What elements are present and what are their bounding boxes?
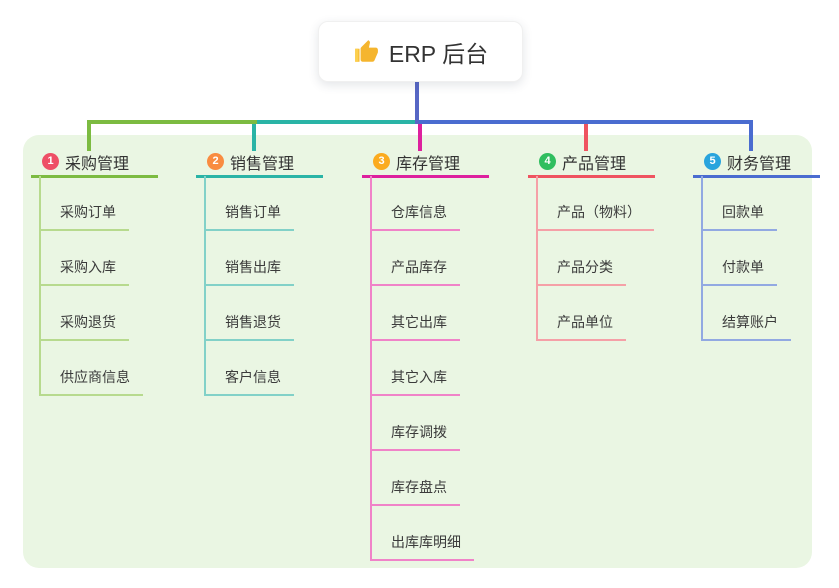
branch-drop-line-1 — [87, 120, 91, 151]
child-node[interactable]: 客户信息 — [206, 341, 294, 396]
child-node[interactable]: 仓库信息 — [372, 176, 460, 231]
child-label: 客户信息 — [225, 369, 281, 385]
branch-node-1[interactable]: 1 采购管理 — [31, 148, 158, 178]
child-node[interactable]: 产品库存 — [372, 231, 460, 286]
child-label: 销售出库 — [225, 259, 281, 275]
child-node[interactable]: 采购入库 — [41, 231, 129, 286]
branch-badge-4: 4 — [539, 153, 556, 170]
child-label: 采购入库 — [60, 259, 116, 275]
child-label: 产品（物料） — [557, 204, 641, 220]
branch-children-1: 采购订单采购入库采购退货供应商信息 — [39, 176, 143, 396]
branch-node-5[interactable]: 5 财务管理 — [693, 148, 820, 178]
root-node[interactable]: ERP 后台 — [318, 21, 523, 82]
branch-label: 产品管理 — [562, 155, 627, 173]
child-node[interactable]: 供应商信息 — [41, 341, 143, 396]
child-node[interactable]: 采购退货 — [41, 286, 129, 341]
child-node[interactable]: 产品分类 — [538, 231, 626, 286]
root-vertical-line — [415, 82, 419, 124]
branch-children-4: 产品（物料） 产品分类产品单位 — [536, 176, 654, 341]
child-node[interactable]: 产品（物料） — [538, 176, 654, 231]
child-label: 付款单 — [722, 259, 764, 275]
branch-children-3: 仓库信息产品库存其它出库其它入库库存调拨库存盘点出库库明细 — [370, 176, 474, 561]
branch-drop-line-3 — [418, 120, 422, 151]
child-label: 库存盘点 — [391, 479, 447, 495]
child-node[interactable]: 采购订单 — [41, 176, 129, 231]
child-label: 产品库存 — [391, 259, 447, 275]
branch-badge-2: 2 — [207, 153, 224, 170]
branch-children-5: 回款单付款单结算账户 — [701, 176, 791, 341]
child-node[interactable]: 销售出库 — [206, 231, 294, 286]
branch-node-3[interactable]: 3 库存管理 — [362, 148, 489, 178]
branch-drop-line-4 — [584, 120, 588, 151]
child-node[interactable]: 结算账户 — [703, 286, 791, 341]
branch-drop-line-5 — [749, 120, 753, 151]
child-node[interactable]: 其它出库 — [372, 286, 460, 341]
child-node[interactable]: 出库库明细 — [372, 506, 474, 561]
branches-panel — [23, 135, 812, 568]
child-label: 回款单 — [722, 204, 764, 220]
branch-label: 库存管理 — [396, 155, 461, 173]
child-label: 产品单位 — [557, 314, 613, 330]
branch-drop-line-2 — [252, 120, 256, 151]
child-label: 采购订单 — [60, 204, 116, 220]
child-node[interactable]: 销售订单 — [206, 176, 294, 231]
child-node[interactable]: 库存调拨 — [372, 396, 460, 451]
child-label: 结算账户 — [722, 314, 778, 330]
child-label: 其它出库 — [391, 314, 447, 330]
child-node[interactable]: 付款单 — [703, 231, 777, 286]
child-label: 库存调拨 — [391, 424, 447, 440]
root-title: ERP 后台 — [388, 40, 489, 67]
branch-badge-3: 3 — [373, 153, 390, 170]
child-node[interactable]: 库存盘点 — [372, 451, 460, 506]
child-node[interactable]: 销售退货 — [206, 286, 294, 341]
h-line-left-teal — [257, 120, 417, 124]
child-node[interactable]: 产品单位 — [538, 286, 626, 341]
child-label: 其它入库 — [391, 369, 447, 385]
child-node[interactable]: 回款单 — [703, 176, 777, 231]
branch-label: 销售管理 — [230, 155, 295, 173]
child-label: 销售订单 — [225, 204, 281, 220]
child-label: 供应商信息 — [60, 369, 130, 385]
branch-children-2: 销售订单销售出库销售退货客户信息 — [204, 176, 294, 396]
child-label: 采购退货 — [60, 314, 116, 330]
child-label: 产品分类 — [557, 259, 613, 275]
branch-badge-5: 5 — [704, 153, 721, 170]
branch-badge-1: 1 — [42, 153, 59, 170]
branch-node-2[interactable]: 2 销售管理 — [196, 148, 323, 178]
branch-label: 财务管理 — [727, 155, 792, 173]
child-label: 仓库信息 — [391, 204, 447, 220]
thumbs-up-icon — [355, 39, 378, 62]
child-label: 出库库明细 — [391, 534, 461, 550]
child-label: 销售退货 — [225, 314, 281, 330]
child-node[interactable]: 其它入库 — [372, 341, 460, 396]
h-line-left-green — [87, 120, 257, 124]
branch-label: 采购管理 — [65, 155, 130, 173]
branch-node-4[interactable]: 4 产品管理 — [528, 148, 655, 178]
h-line-right-blue — [417, 120, 750, 124]
